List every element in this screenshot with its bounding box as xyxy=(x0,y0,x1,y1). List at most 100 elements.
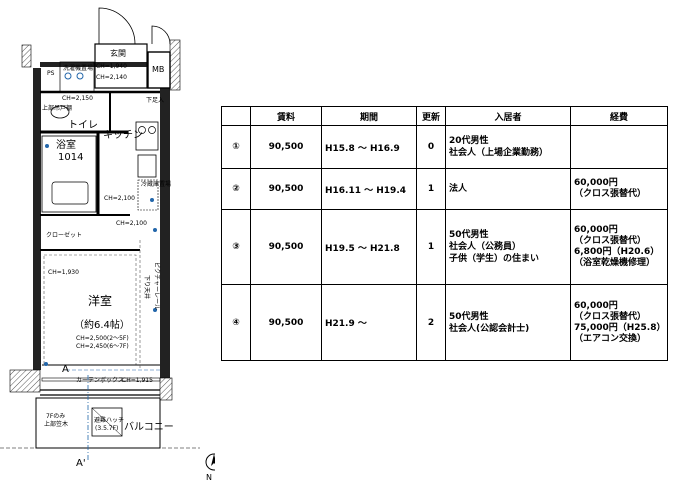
curtain-box-line xyxy=(41,377,161,382)
tenant-line: 20代男性 xyxy=(449,136,489,147)
entrance-area xyxy=(94,43,148,89)
row-period: H16.11 ～ H19.4 xyxy=(321,168,417,210)
label-note-7f: 7Fのみ xyxy=(46,413,65,420)
tenant-line: 社会人（上場企業勤務） xyxy=(449,148,549,159)
tenant-line: 50代男性 xyxy=(449,230,489,240)
label-evac-floors: (3.5.7F) xyxy=(95,425,118,432)
rental-history-table: 賃料 期間 更新 入居者 経費 ① 90,500 H15.8 ～ H16.9 0… xyxy=(221,106,668,361)
label-curtain-box: カーテンボックス xyxy=(76,376,124,384)
tenant-line: 子供（学生）の住まい xyxy=(449,254,540,264)
expense-line: （エアコン交換） xyxy=(574,333,647,344)
washing-area-box xyxy=(59,61,95,93)
stove xyxy=(135,121,159,151)
table-row: ② 90,500 H16.11 ～ H19.4 1 法人 60,000円 （クロ… xyxy=(221,168,668,210)
label-western-room: 洋室 xyxy=(88,293,112,308)
wall-right xyxy=(160,88,170,378)
row-tenant: 50代男性 社会人(公認会計士) xyxy=(445,284,571,361)
label-toilet: トイレ xyxy=(68,120,98,131)
entrance-door xyxy=(98,7,136,45)
row-rent: 90,500 xyxy=(250,284,322,361)
tenant-line: 法人 xyxy=(449,184,468,195)
label-note-upper: 上部笠木 xyxy=(44,420,68,428)
header-expenses: 経費 xyxy=(570,106,668,126)
wall-left-top xyxy=(21,44,32,68)
tenant-line: 社会人（公務員） xyxy=(449,242,522,252)
wall-left xyxy=(33,68,41,370)
row-no: ④ xyxy=(221,284,251,361)
label-ch2100b: CH=2,100 xyxy=(116,220,147,227)
label-shoe-box: 下足入 xyxy=(146,97,164,104)
row-period: H19.5 ～ H21.8 xyxy=(321,208,417,286)
expense-line: 60,000円 xyxy=(574,300,618,311)
north-arrow-icon xyxy=(205,453,215,471)
mb-box xyxy=(147,51,171,89)
label-bath-size: 1014 xyxy=(58,152,83,163)
wall-top xyxy=(40,62,160,67)
row-rent: 90,500 xyxy=(250,168,322,210)
expense-line: 60,000円 xyxy=(574,225,618,235)
tenant-line: 社会人(公認会計士) xyxy=(449,323,530,334)
row-expenses: 60,000円 （クロス張替代） 75,000円（H25.8） （エアコン交換） xyxy=(570,284,668,361)
label-ch2150: CH=2,150 xyxy=(62,95,93,102)
row-renewals: 2 xyxy=(416,284,446,361)
row-rent: 90,500 xyxy=(250,124,322,170)
row-expenses: 60,000円 （クロス張替代） xyxy=(570,168,668,210)
table-header-row: 賃料 期間 更新 入居者 経費 xyxy=(221,106,668,126)
table-row: ① 90,500 H15.8 ～ H16.9 0 20代男性 社会人（上場企業勤… xyxy=(221,124,668,170)
label-ch2450: CH=2,450(6〜7F) xyxy=(76,343,129,350)
mb-door xyxy=(151,25,171,45)
header-rent: 賃料 xyxy=(250,106,322,126)
row-period: H21.9 ～ xyxy=(321,284,417,361)
floor-plan: 玄関 MB 洗濯機置場 PS CH=1,940 CH=2,140 CH=2,15… xyxy=(0,7,215,482)
row-expenses xyxy=(570,124,668,170)
row-tenant: 法人 xyxy=(445,168,571,210)
row-tenant: 20代男性 社会人（上場企業勤務） xyxy=(445,124,571,170)
row-expenses: 60,000円 （クロス張替代） 6,800円（H20.6） （浴室乾燥機修理） xyxy=(570,208,668,286)
row-renewals: 1 xyxy=(416,208,446,286)
label-evac-hatch: 避難ハッチ xyxy=(94,416,124,424)
label-kitchen: キッチン xyxy=(103,129,143,141)
label-ch1940: CH=1,940 xyxy=(96,63,127,70)
bathtub xyxy=(51,181,89,205)
header-tenant: 入居者 xyxy=(445,106,571,126)
row-renewals: 0 xyxy=(416,124,446,170)
label-drop-ceiling: 下り天井 xyxy=(143,275,151,299)
row-no: ② xyxy=(221,168,251,210)
expense-line: 6,800円（H20.6） xyxy=(574,247,660,257)
label-ch1915: CH=1,915 xyxy=(122,377,153,384)
expense-line: （クロス張替代） xyxy=(574,311,647,322)
table-row: ④ 90,500 H21.9 ～ 2 50代男性 社会人(公認会計士) 60,0… xyxy=(221,284,668,361)
label-north: N xyxy=(206,473,212,482)
wall-left-bottom xyxy=(9,369,41,393)
expense-line: （浴室乾燥機修理） xyxy=(574,258,656,268)
evac-hatch xyxy=(91,407,123,437)
label-ch1930: CH=1,930 xyxy=(48,269,79,276)
bath-box xyxy=(41,135,97,213)
row-rent: 90,500 xyxy=(250,208,322,286)
label-ch2100a: CH=2,100 xyxy=(104,195,135,202)
sink xyxy=(137,154,157,178)
label-entrance: 玄関 xyxy=(110,48,126,58)
expense-line: 75,000円（H25.8） xyxy=(574,322,666,333)
label-section-a2: A' xyxy=(76,458,86,469)
row-renewals: 1 xyxy=(416,168,446,210)
tenant-line: 50代男性 xyxy=(449,311,489,322)
label-upper-storage: 上部吊戸棚 xyxy=(42,104,72,112)
fridge-area xyxy=(137,179,159,211)
wall-right-top xyxy=(169,39,181,91)
row-period: H15.8 ～ H16.9 xyxy=(321,124,417,170)
label-washing: 洗濯機置場 xyxy=(63,64,93,72)
label-picture-rail: ピクチャーレール xyxy=(153,262,160,310)
label-mb: MB xyxy=(152,65,164,74)
label-ch2140: CH=2,140 xyxy=(96,74,127,81)
table-row: ③ 90,500 H19.5 ～ H21.8 1 50代男性 社会人（公務員） … xyxy=(221,208,668,286)
expense-line: 60,000円 xyxy=(574,178,618,189)
expense-line: （クロス張替代） xyxy=(574,236,647,246)
label-fridge: 冷蔵庫置場 xyxy=(141,180,171,188)
label-section-a: A xyxy=(62,364,69,375)
label-ch2500: CH=2,500(2〜5F) xyxy=(76,335,129,342)
label-closet: クローゼット xyxy=(46,231,82,239)
label-bath: 浴室 xyxy=(56,138,76,151)
expense-line: （クロス張替代） xyxy=(574,189,647,200)
label-room-size: （約6.4帖） xyxy=(74,318,130,331)
